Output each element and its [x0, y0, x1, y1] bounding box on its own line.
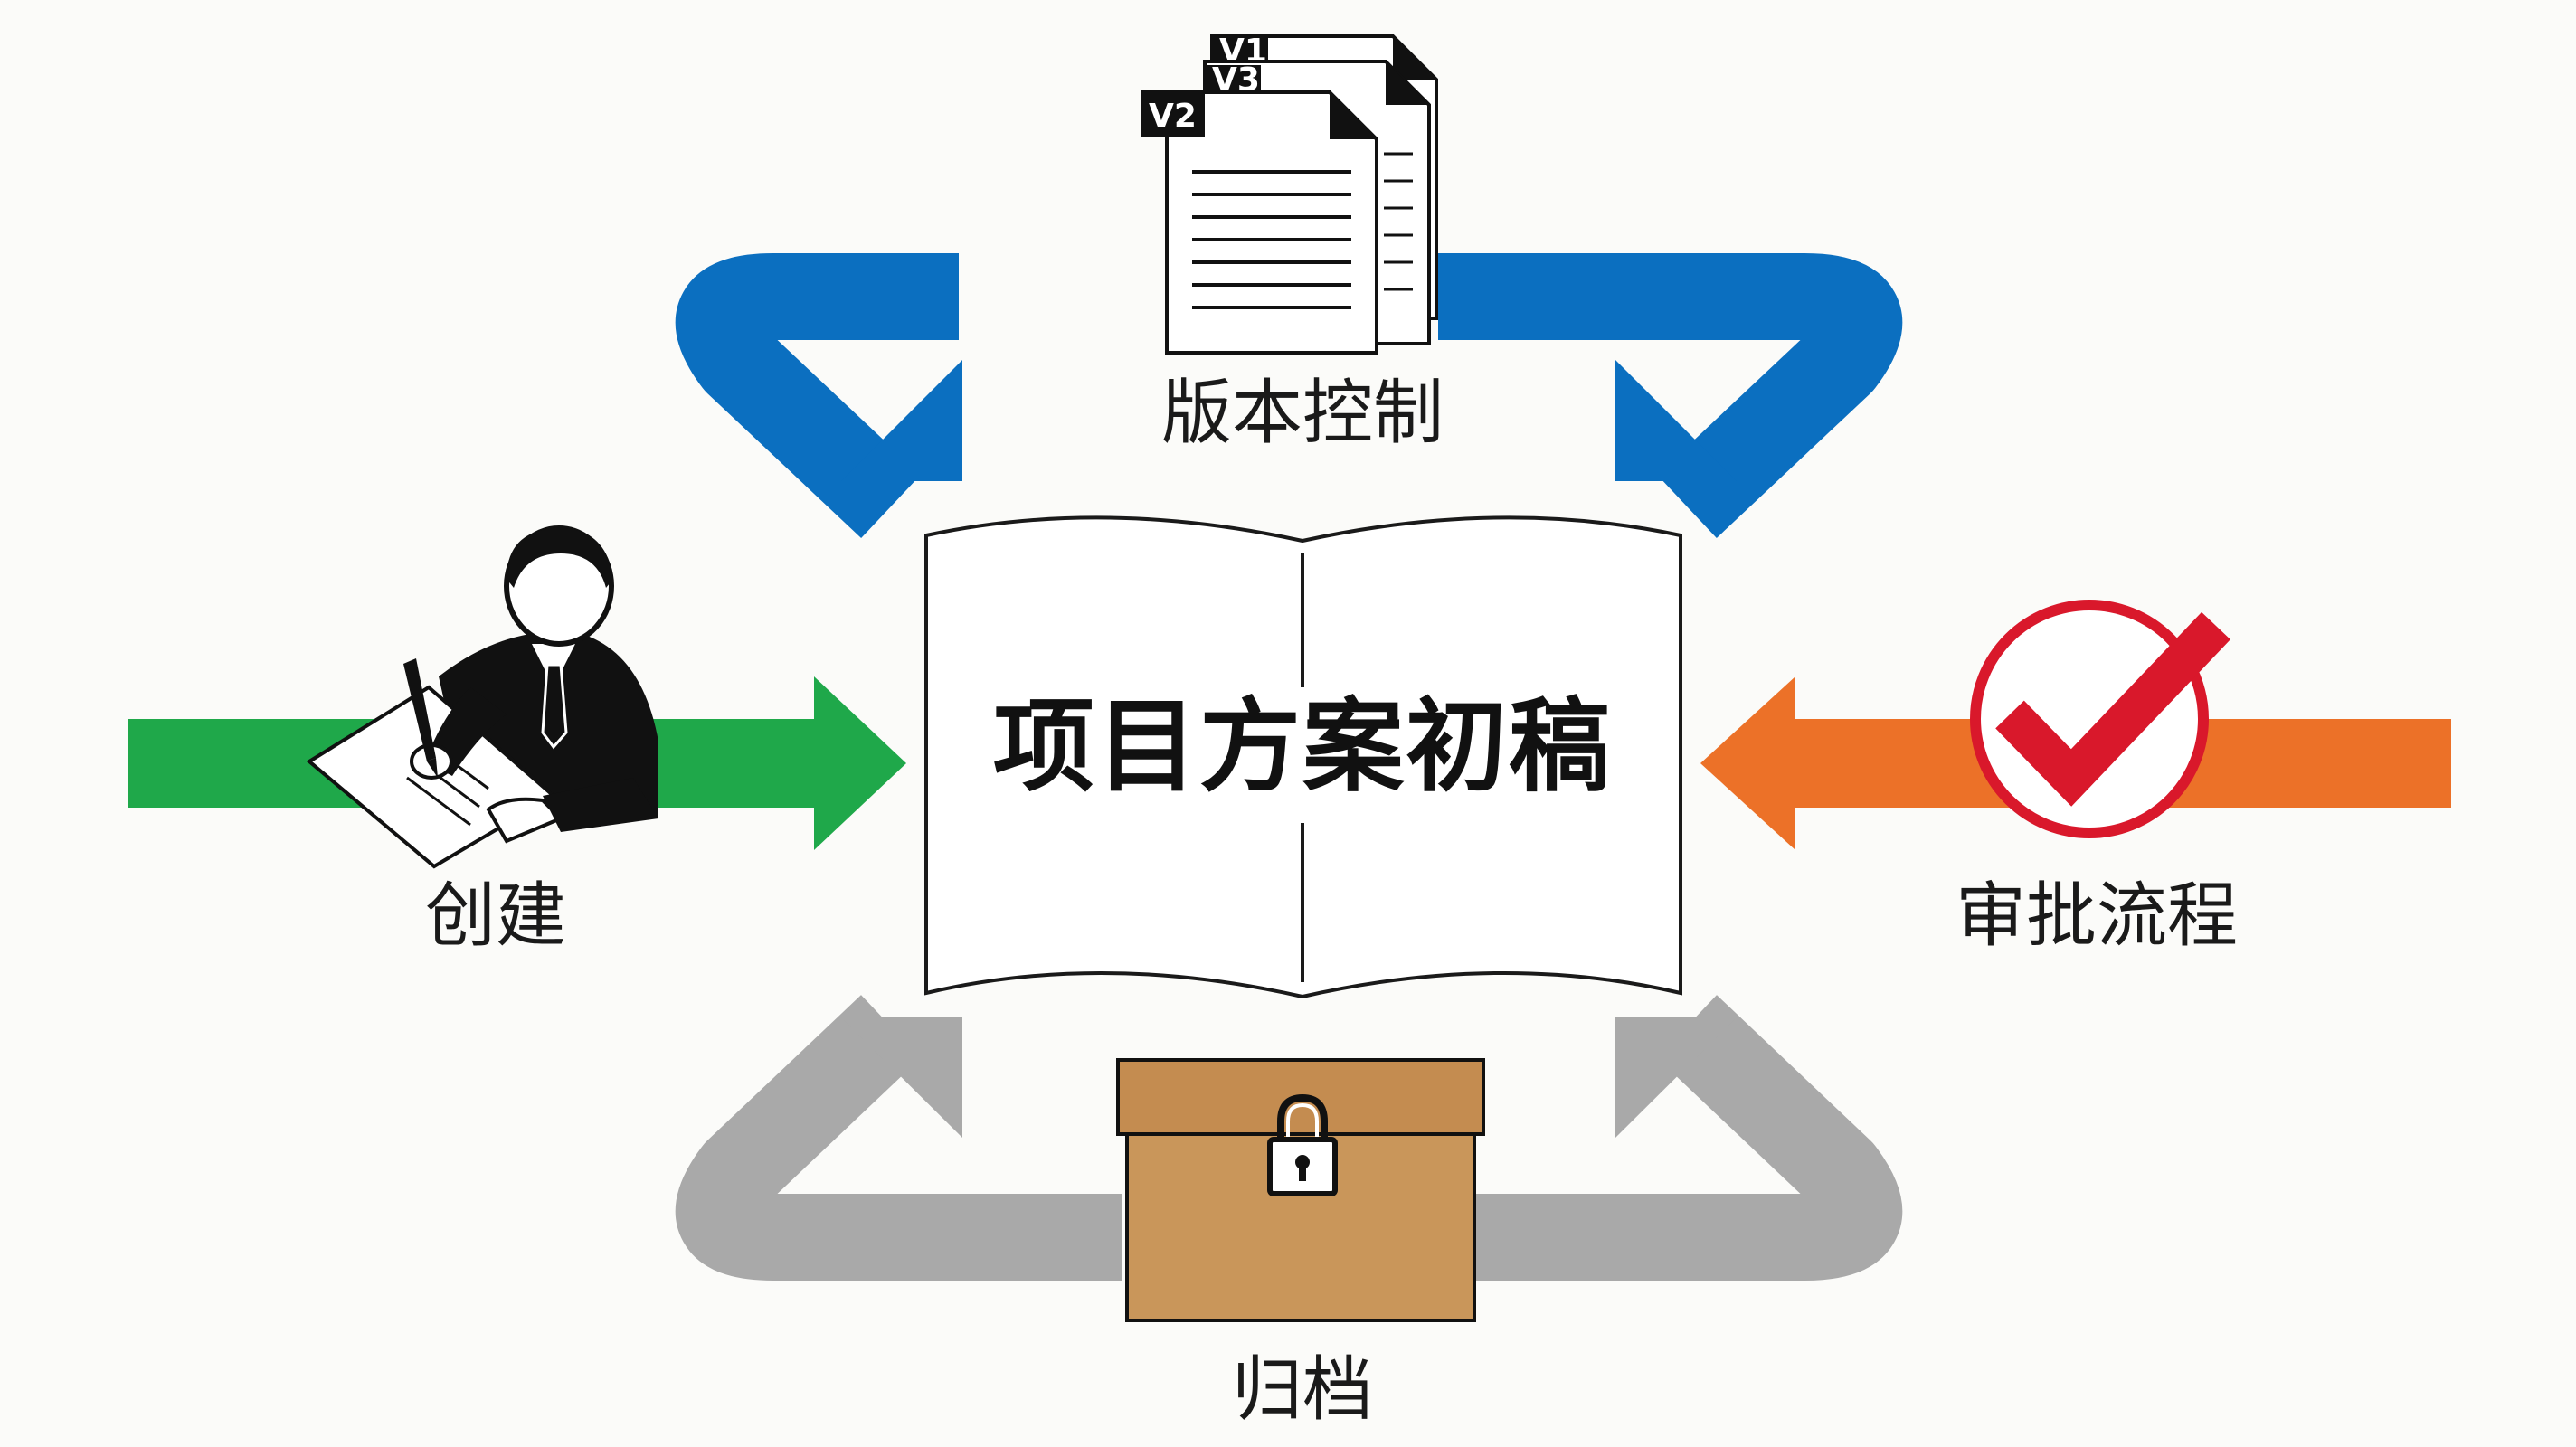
person-writing-icon	[306, 525, 658, 869]
version-arrowhead-left	[841, 360, 962, 481]
archive-arrowhead-right	[1615, 1017, 1737, 1138]
v2-tag: V2	[1149, 98, 1197, 135]
lock-icon	[1267, 1093, 1338, 1196]
version-control-arrow	[675, 253, 1903, 538]
documents-icon: V1 V3 V2	[1141, 33, 1438, 355]
approval-label: 审批流程	[1955, 875, 2239, 957]
v1-tag-bg	[1212, 36, 1268, 63]
archive-label: 归档	[1231, 1349, 1374, 1431]
v2-tag-bg	[1141, 90, 1205, 137]
archive-arrow	[675, 995, 1903, 1281]
open-book	[924, 515, 1682, 999]
create-label: 创建	[424, 875, 567, 957]
check-circle-icon	[1970, 600, 2230, 838]
version-arrowhead-right	[1615, 360, 1737, 481]
v3-tag-bg	[1205, 65, 1261, 92]
center-title: 项目方案初稿	[993, 687, 1612, 806]
archive-box-icon	[1116, 1058, 1485, 1322]
version-control-label: 版本控制	[1160, 373, 1444, 454]
archive-arrowhead-left	[841, 1017, 962, 1138]
